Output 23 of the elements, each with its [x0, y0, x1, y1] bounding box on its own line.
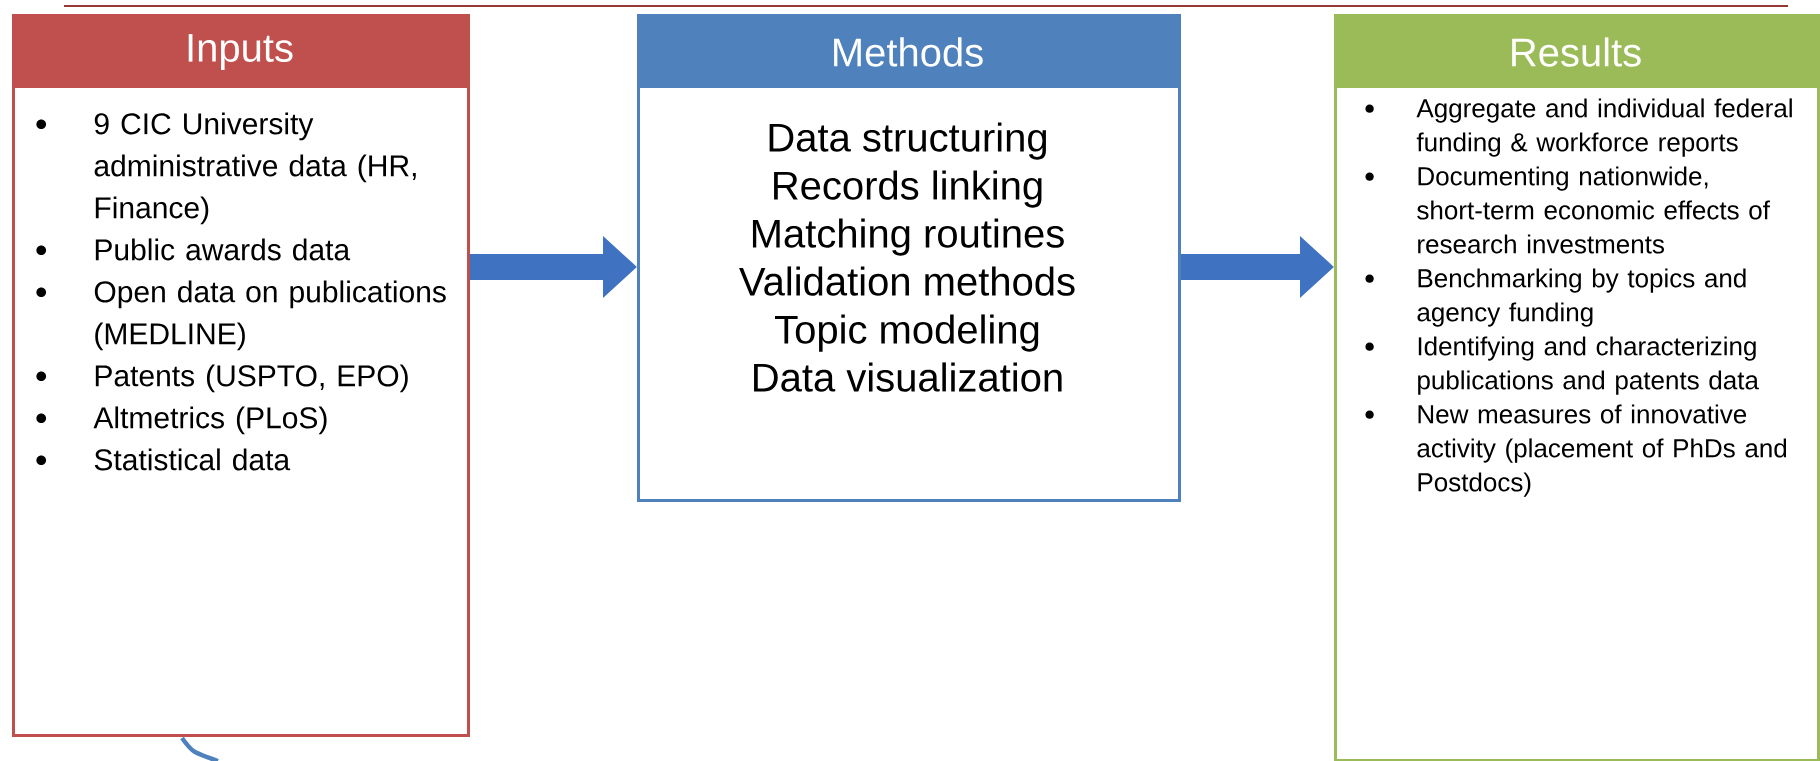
method-item: Validation methods: [739, 266, 1075, 296]
method-item: Matching routines: [752, 218, 1064, 256]
panel-heading: Methods: [834, 37, 983, 67]
method-item: Data visualization: [754, 362, 1062, 392]
method-item: Records linking: [774, 170, 1042, 208]
method-item: Data structuring: [769, 122, 1047, 160]
bullet-item: 9 CIC University administrative data (HR, Finance): [36, 112, 416, 225]
method-item: Topic modeling: [775, 314, 1039, 352]
panel-heading: Inputs: [188, 34, 293, 70]
inputs-panel: [12, 14, 470, 737]
bullet-item: Benchmarking by topics and agency funding: [1365, 268, 1746, 327]
bullet-item: Documenting nationwide, short-term economic effects of research investments: [1365, 166, 1770, 254]
methods-panel: [637, 14, 1181, 502]
bullet-item: Aggregate and individual federal funding & workforce reports: [1365, 98, 1792, 157]
bullet-item: Altmetrics (PLoS): [36, 406, 327, 435]
bullet-item: Identifying and characterizing publications and patents data: [1365, 336, 1759, 395]
results-panel: [1334, 14, 1820, 761]
panel-heading: Results: [1512, 37, 1641, 67]
bullet-item: New measures of innovative activity (placement of PhDs and Postdocs): [1365, 404, 1787, 497]
bullet-item: Patents (USPTO, EPO): [36, 364, 408, 393]
bullet-item: Statistical data: [36, 448, 291, 471]
bullet-item: Open data on publications (MEDLINE): [36, 280, 446, 351]
bullet-item: Public awards data: [36, 238, 351, 261]
